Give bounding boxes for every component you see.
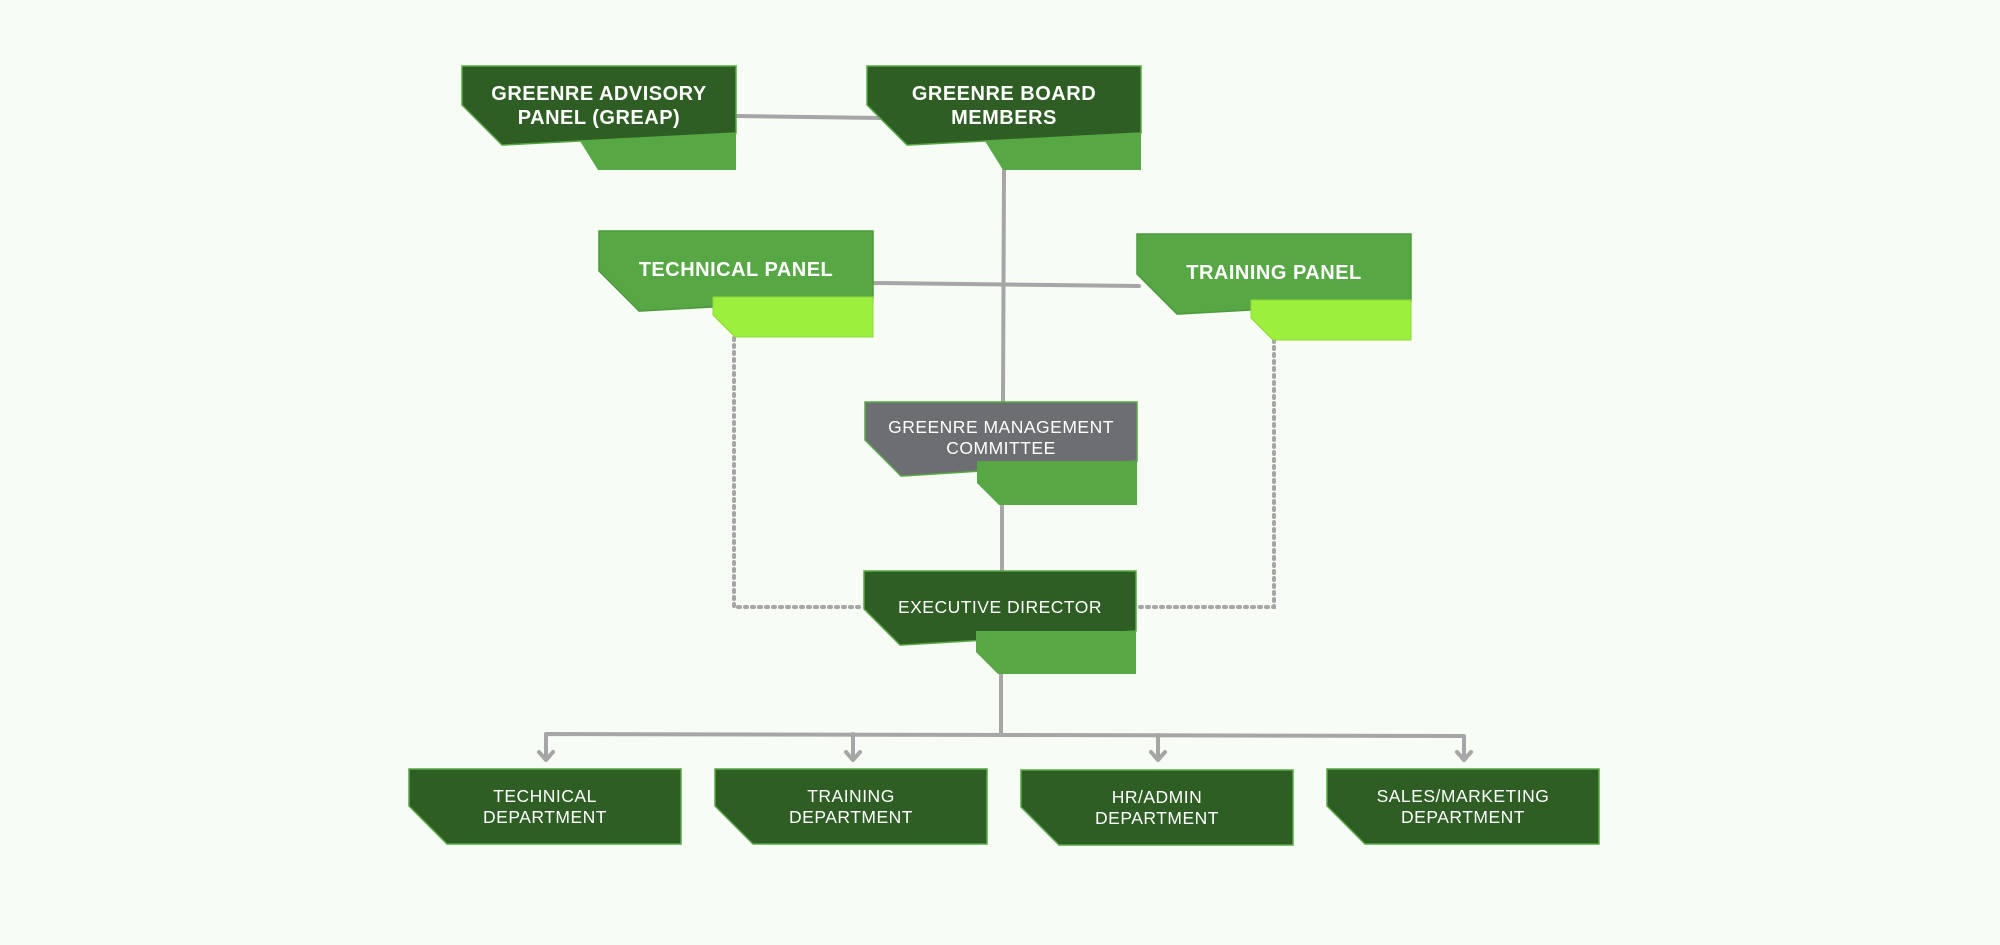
node-technical-panel-label: TECHNICAL PANEL [638, 259, 834, 281]
node-advisory-panel-label: GREENRE ADVISORY PANEL (GREAP) [491, 82, 707, 129]
node-technical-department-shape [408, 768, 682, 845]
node-technical-department-label: TECHNICAL DEPARTMENT [483, 785, 607, 827]
arrow-training-department [844, 750, 862, 762]
node-advisory-panel-shape [461, 65, 737, 170]
node-training-department[interactable]: TRAINING DEPARTMENT [714, 768, 988, 845]
node-training-department-shape [714, 768, 988, 845]
node-sales-marketing-department-shape [1326, 768, 1600, 845]
node-executive-director-shape [863, 570, 1137, 674]
node-hr-admin-department-label: HR/ADMIN DEPARTMENT [1095, 786, 1219, 828]
node-sales-marketing-department[interactable]: SALES/MARKETING DEPARTMENT [1326, 768, 1600, 845]
node-training-panel[interactable]: TRAINING PANEL [1136, 233, 1412, 341]
arrow-technical-department [537, 750, 555, 762]
node-executive-director[interactable]: EXECUTIVE DIRECTOR [863, 570, 1137, 674]
node-training-panel-label: TRAINING PANEL [1186, 262, 1362, 284]
node-management-committee[interactable]: GREENRE MANAGEMENT COMMITTEE [864, 401, 1138, 505]
node-board-members-label: GREENRE BOARD MEMBERS [911, 82, 1097, 129]
node-sales-marketing-department-label: SALES/MARKETING DEPARTMENT [1376, 785, 1550, 827]
node-technical-panel-shape [598, 230, 874, 338]
node-board-members-shape [866, 65, 1142, 170]
arrow-hr-admin-department [1149, 750, 1167, 762]
node-technical-department[interactable]: TECHNICAL DEPARTMENT [408, 768, 682, 845]
node-hr-admin-department-shape [1020, 769, 1294, 846]
node-training-department-label: TRAINING DEPARTMENT [789, 785, 913, 827]
node-management-committee-label: GREENRE MANAGEMENT COMMITTEE [888, 417, 1114, 458]
node-board-members[interactable]: GREENRE BOARD MEMBERS [866, 65, 1142, 170]
node-hr-admin-department[interactable]: HR/ADMIN DEPARTMENT [1020, 769, 1294, 846]
node-training-panel-shape [1136, 233, 1412, 341]
edge-technical-training-panel [872, 281, 1141, 288]
node-technical-panel[interactable]: TECHNICAL PANEL [598, 230, 874, 338]
edge-training-panel-executive-dotted [1136, 338, 1276, 609]
edge-technical-panel-executive-dotted [732, 336, 864, 609]
node-advisory-panel[interactable]: GREENRE ADVISORY PANEL (GREAP) [461, 65, 737, 170]
edge-department-bus [544, 732, 1466, 760]
node-executive-director-label: EXECUTIVE DIRECTOR [897, 596, 1103, 617]
node-management-committee-shape [864, 401, 1138, 505]
arrow-sales-marketing-department [1455, 750, 1473, 762]
edge-advisory-board [735, 114, 882, 120]
